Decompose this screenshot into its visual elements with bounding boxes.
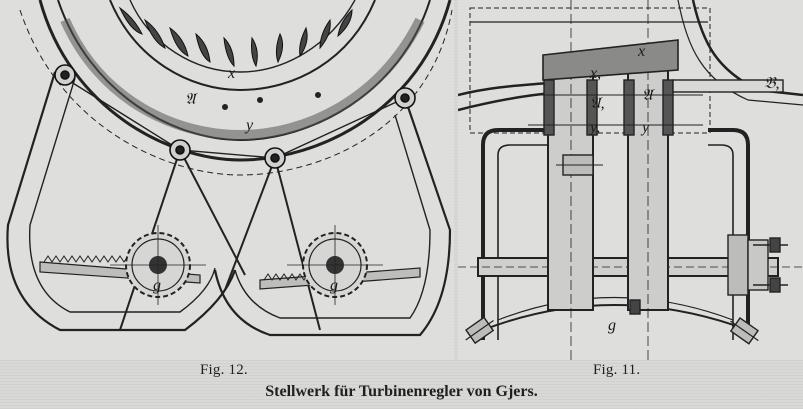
figure-12-caption: Fig. 12.	[200, 362, 248, 378]
label-a1: 𝔄,	[590, 95, 605, 112]
left-gear	[110, 225, 206, 305]
label-g-left: g	[153, 277, 161, 294]
label-y1: y,	[588, 119, 600, 136]
left-link-frame	[6, 71, 237, 332]
label-g-right: g	[330, 277, 338, 294]
figure-12-drawing: x 𝔄 y g g	[0, 0, 454, 360]
right-link-frame	[213, 97, 452, 337]
figure-11-drawing: x x, 𝔄, 𝔄 y, y 𝔅, g	[458, 0, 803, 360]
vertical-member-left	[547, 59, 594, 311]
figure-11-caption: Fig. 11.	[593, 362, 641, 378]
control-rod	[672, 79, 784, 93]
label-g: g	[608, 317, 616, 334]
label-y: y	[244, 117, 254, 134]
label-y: y	[640, 119, 650, 136]
label-x1: x,	[589, 65, 601, 82]
label-x: x	[637, 43, 645, 60]
label-a: 𝔄	[642, 87, 655, 104]
figure-11-svg: x x, 𝔄, 𝔄 y, y 𝔅, g	[458, 0, 803, 360]
turbine-vanes	[118, 6, 353, 68]
label-a: 𝔄	[185, 91, 198, 108]
pivot-joints	[54, 64, 416, 169]
outer-casing-arc	[38, 0, 452, 162]
main-caption: Stellwerk für Turbinenregler von Gjers.	[265, 383, 538, 400]
right-gear	[287, 225, 383, 305]
figure-12-svg: x 𝔄 y g g	[6, 0, 453, 337]
label-x: x	[227, 65, 235, 82]
label-b1: 𝔅,	[764, 75, 780, 92]
